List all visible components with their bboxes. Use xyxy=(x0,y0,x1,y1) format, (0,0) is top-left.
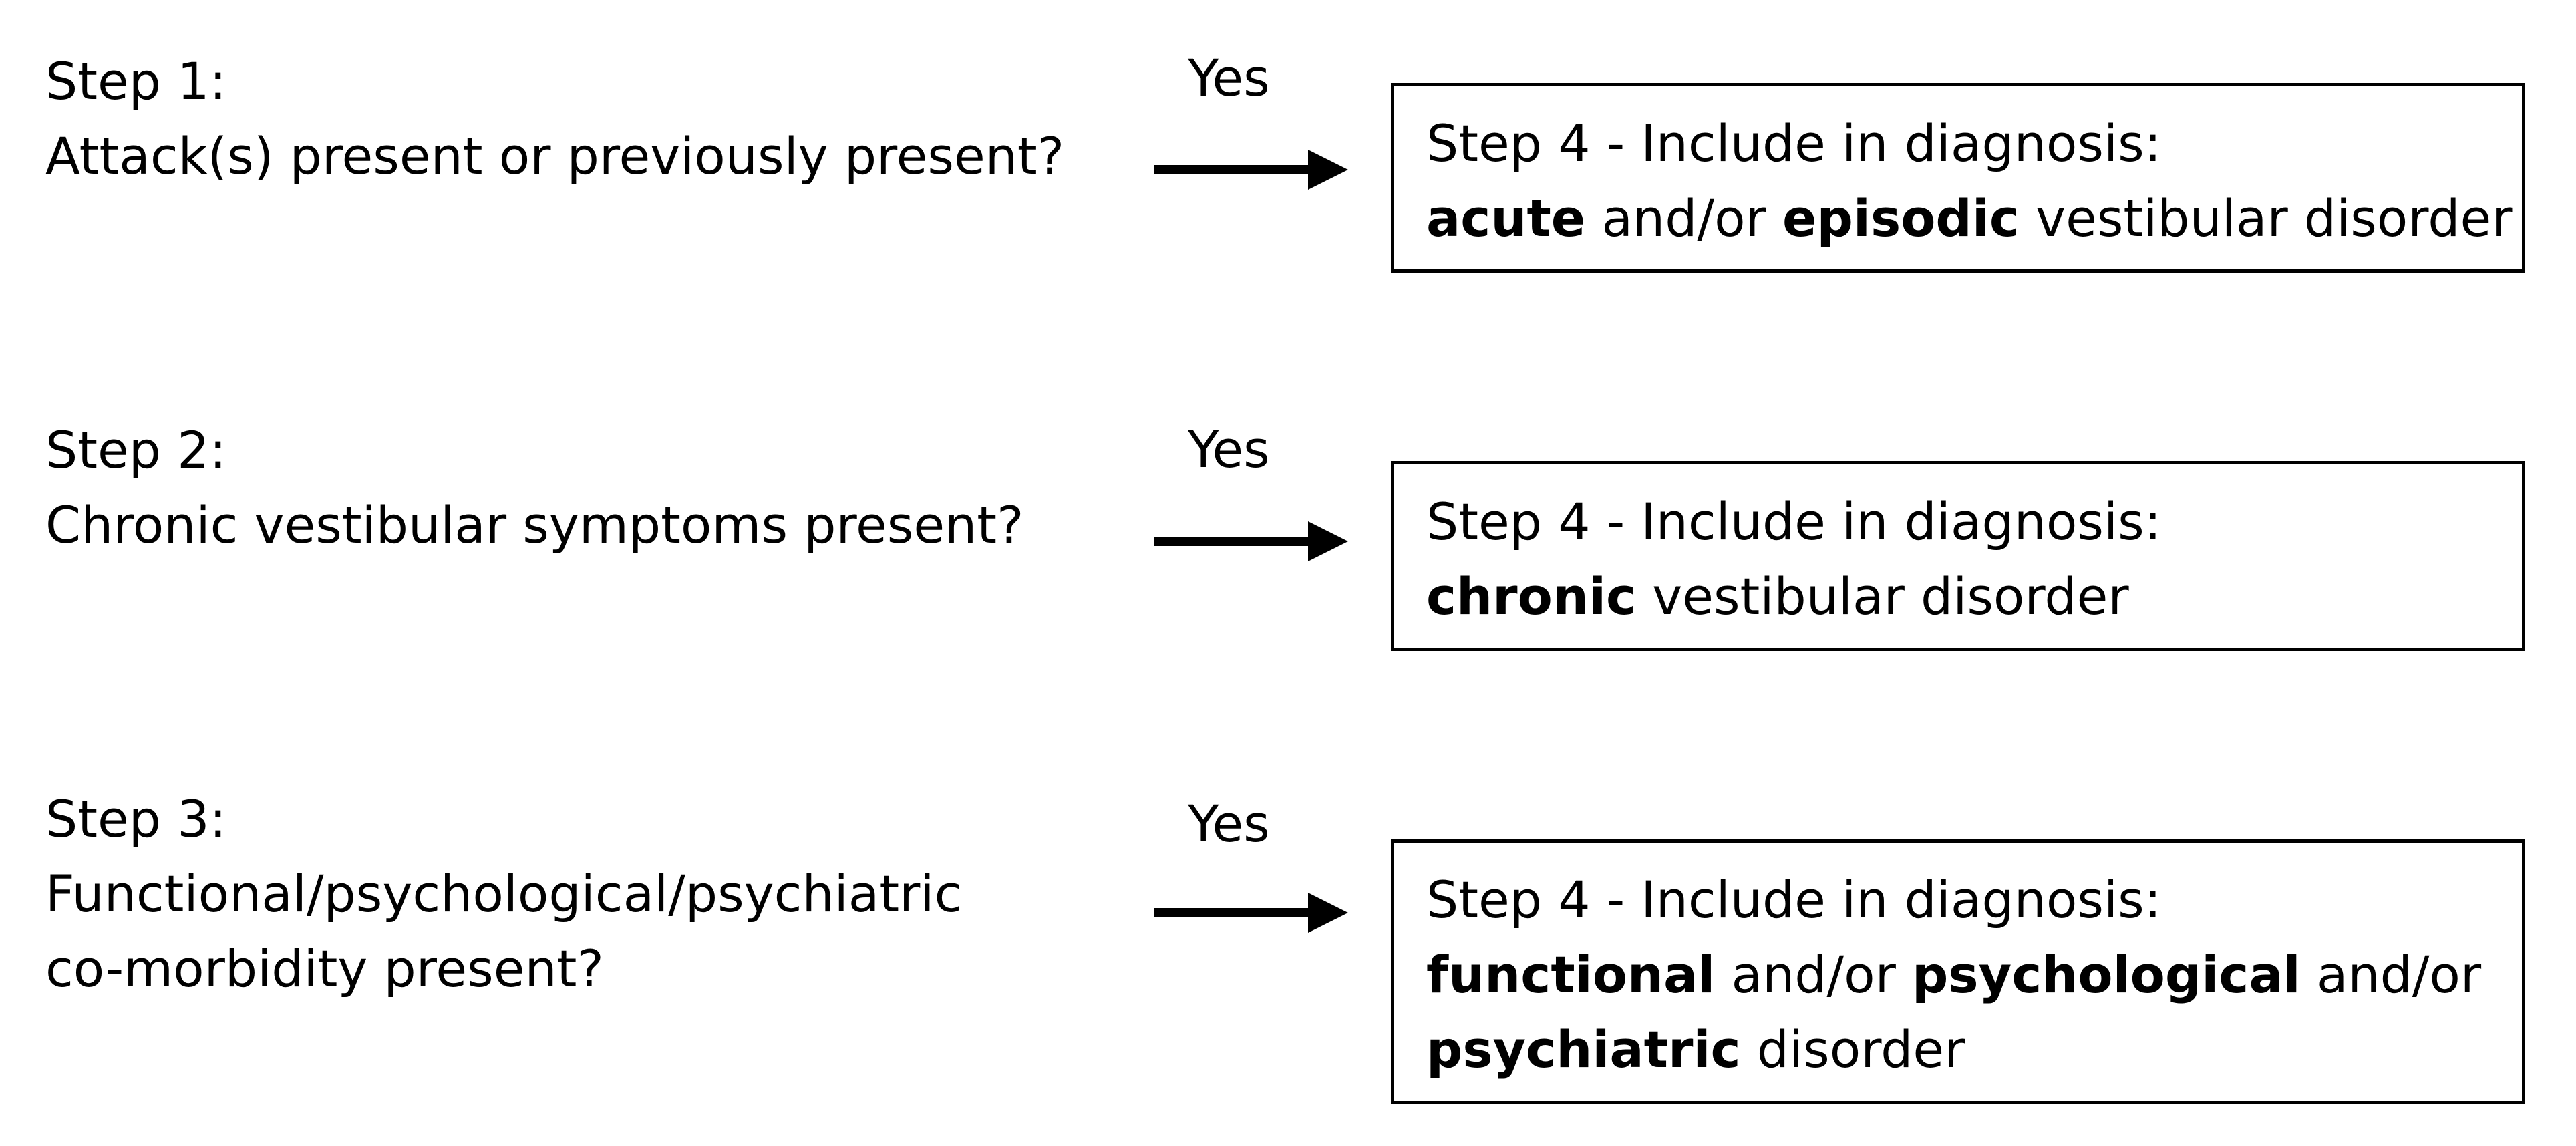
step-3-outcome-box: Step 4 - Include in diagnosis: functiona… xyxy=(1391,839,2525,1104)
step-2-outcome-line-1: chronic vestibular disorder xyxy=(1426,559,2522,634)
outcome-term-episodic: episodic xyxy=(1782,188,2020,248)
outcome-term-psychological: psychological xyxy=(1912,945,2301,1004)
step-3-question-text-1: Functional/psychological/psychiatric xyxy=(45,864,963,923)
outcome-term-chronic: chronic xyxy=(1426,567,1637,626)
step-1-arrow-icon xyxy=(1154,150,1348,190)
step-1-question-text: Attack(s) present or previously present? xyxy=(45,126,1065,186)
step-3-label: Step 3: xyxy=(45,789,227,849)
step-3-question: Step 3: Functional/psychological/psychia… xyxy=(45,782,962,1006)
step-1-label: Step 1: xyxy=(45,51,227,111)
step-1-outcome-title: Step 4 - Include in diagnosis: xyxy=(1426,114,2162,173)
outcome-connector: and/or xyxy=(1585,188,1782,248)
step-1-question: Step 1: Attack(s) present or previously … xyxy=(45,44,1064,194)
outcome-suffix: disorder xyxy=(1740,1020,1965,1079)
step-2-outcome-box: Step 4 - Include in diagnosis: chronic v… xyxy=(1391,461,2525,651)
outcome-term-functional: functional xyxy=(1426,945,1716,1004)
step-3-arrow-icon xyxy=(1154,893,1348,933)
step-2-yes-label: Yes xyxy=(1188,420,1270,479)
step-2-label: Step 2: xyxy=(45,420,227,480)
outcome-suffix: vestibular disorder xyxy=(2019,188,2513,248)
step-3-question-text-2: co-morbidity present? xyxy=(45,939,604,998)
step-2-question: Step 2: Chronic vestibular symptoms pres… xyxy=(45,413,1023,563)
step-1-yes-label: Yes xyxy=(1188,48,1270,108)
outcome-term-acute: acute xyxy=(1426,188,1586,248)
outcome-term-psychiatric: psychiatric xyxy=(1426,1020,1741,1079)
step-3-outcome-line-1: functional and/or psychological and/or xyxy=(1426,938,2522,1012)
outcome-connector-trailing: and/or xyxy=(2300,945,2482,1004)
step-2-arrow-icon xyxy=(1154,521,1348,561)
step-3-outcome-line-2: psychiatric disorder xyxy=(1426,1012,2522,1087)
outcome-suffix: vestibular disorder xyxy=(1636,567,2129,626)
step-3-outcome-title: Step 4 - Include in diagnosis: xyxy=(1426,870,2162,929)
step-1-outcome-line-1: acute and/or episodic vestibular disorde… xyxy=(1426,181,2522,256)
step-2-question-text: Chronic vestibular symptoms present? xyxy=(45,495,1024,555)
step-2-outcome-title: Step 4 - Include in diagnosis: xyxy=(1426,492,2162,551)
step-1-outcome-box: Step 4 - Include in diagnosis: acute and… xyxy=(1391,83,2525,273)
step-3-yes-label: Yes xyxy=(1188,794,1270,853)
outcome-connector: and/or xyxy=(1715,945,1913,1004)
